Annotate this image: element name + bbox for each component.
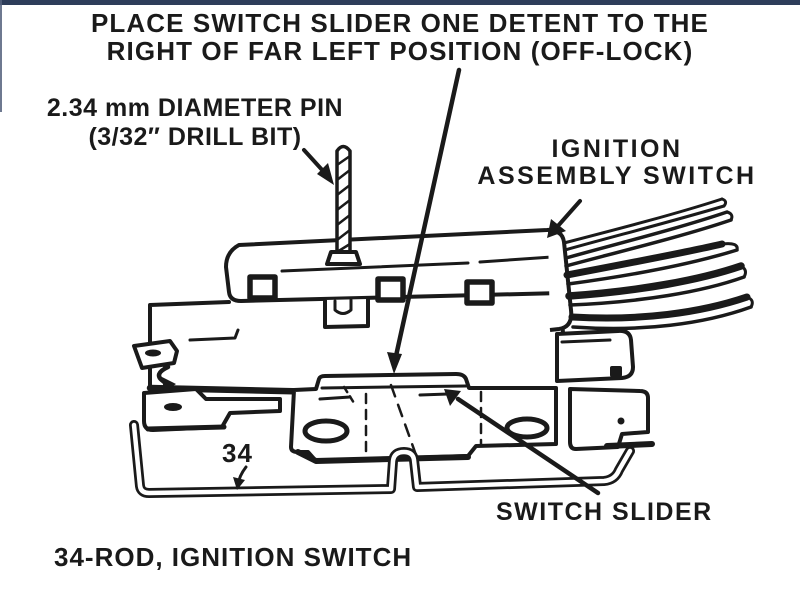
scan-left-border: [0, 0, 2, 112]
switch-slider-plate: [320, 384, 468, 390]
rod-part-number: 34: [222, 438, 253, 468]
ignition-switch-callout: IGNITION ASSEMBLY SWITCH: [462, 136, 772, 190]
ignition-callout-line-2: ASSEMBLY SWITCH: [477, 162, 757, 190]
ignition-callout-line-1: IGNITION: [551, 135, 683, 163]
figure-caption: 34-ROD, IGNITION SWITCH: [54, 542, 413, 572]
switch-cover: [224, 227, 563, 306]
mounting-bracket: [289, 372, 655, 464]
mounting-tabs: [132, 339, 282, 432]
drill-bit: [325, 144, 362, 266]
leader-arrowhead: [387, 352, 402, 374]
main-leader-line: [387, 67, 462, 374]
instruction-line-2: RIGHT OF FAR LEFT POSITION (OFF-LOCK): [106, 36, 694, 66]
switch-slider-callout: SWITCH SLIDER: [496, 498, 713, 526]
pin-callout-line-1: 2.34 mm DIAMETER PIN: [46, 94, 344, 122]
ignition-rod: [129, 420, 635, 498]
hidden-detail-dashes: [389, 383, 418, 457]
instruction-line-1: PLACE SWITCH SLIDER ONE DETENT TO THE: [90, 8, 710, 38]
scan-top-border: [0, 0, 800, 5]
pin-callout-line-2: (3/32″ DRILL BIT): [88, 123, 302, 151]
instruction-note: PLACE SWITCH SLIDER ONE DETENT TO THE RI…: [0, 9, 800, 65]
bracket-slots: [302, 416, 550, 444]
connector: [547, 229, 635, 383]
slider-pointer-arrow: [444, 389, 601, 496]
rod-callout-tick: [233, 465, 248, 490]
wire-harness: [562, 197, 754, 331]
pin-pointer-arrow: [302, 148, 334, 185]
cover-vent-squares: [247, 274, 495, 306]
pin-callout: 2.34 mm DIAMETER PIN (3/32″ DRILL BIT): [30, 94, 360, 152]
bracket-right-section: [568, 387, 650, 451]
bracket-left-section: [289, 372, 558, 463]
ignition-pointer-arrow: [547, 199, 582, 238]
